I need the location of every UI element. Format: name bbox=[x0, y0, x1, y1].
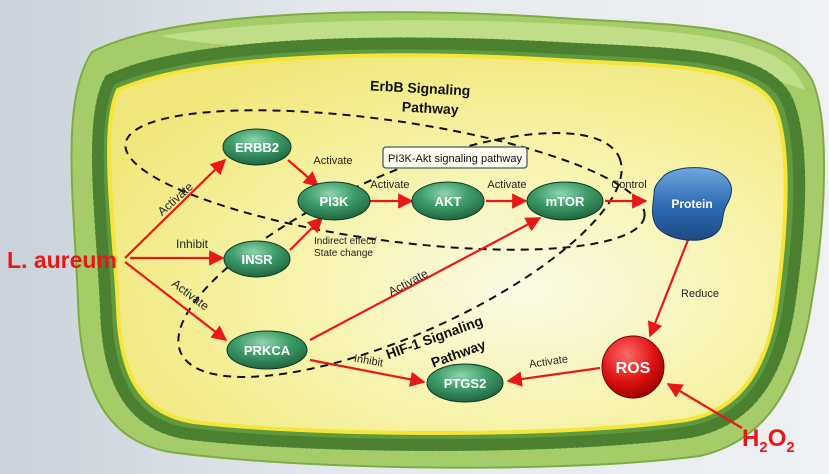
edge-laureum-prkca bbox=[124, 261, 228, 341]
erbb-pathway-title-line2: Pathway bbox=[401, 99, 459, 118]
edge-prkca-ptgs2 bbox=[309, 358, 426, 387]
edge-label-insr-pi3k-line1: Indirect effect/ bbox=[314, 236, 377, 247]
stressor-o: O bbox=[768, 425, 787, 452]
node-akt-label: AKT bbox=[435, 194, 462, 209]
stressor-sub-2: 2 bbox=[786, 439, 794, 456]
edge-ros-ptgs2 bbox=[506, 366, 601, 387]
stressor-label: H2O2 bbox=[742, 425, 795, 456]
edge-erbb2-pi3k bbox=[287, 159, 320, 188]
stressor-sub-1: 2 bbox=[759, 439, 767, 456]
edge-label-akt-mtor: Activate bbox=[487, 179, 526, 191]
edge-laureum-erbb2 bbox=[124, 158, 227, 259]
node-insr-label: INSR bbox=[241, 252, 273, 267]
node-ros: ROS bbox=[601, 335, 665, 399]
edge-label-mtor-protein: Control bbox=[611, 179, 646, 191]
pi3k-akt-pathway-box bbox=[382, 146, 528, 169]
node-ros-label: ROS bbox=[616, 360, 651, 377]
edge-h2o2-ros bbox=[666, 383, 743, 429]
node-erbb2-label: ERBB2 bbox=[235, 140, 279, 155]
node-protein: Protein bbox=[652, 167, 732, 241]
node-pi3k: PI3K bbox=[297, 181, 371, 221]
node-insr: INSR bbox=[223, 240, 291, 278]
edge-label-insr-pi3k-line2: State change bbox=[314, 248, 373, 259]
edge-label-pi3k-akt: Activate bbox=[370, 179, 409, 191]
edge-label-ros-ptgs2: Activate bbox=[528, 353, 568, 370]
pi3k-akt-pathway-label: PI3K-Akt signaling pathway bbox=[388, 153, 522, 165]
edge-insr-pi3k bbox=[289, 216, 324, 251]
node-ptgs2: PTGS2 bbox=[426, 363, 504, 403]
edge-label-protein-ros: Reduce bbox=[681, 288, 719, 300]
node-ptgs2-label: PTGS2 bbox=[444, 376, 487, 391]
stressor-h: H bbox=[742, 425, 759, 452]
edge-label-inhibit-insr: Inhibit bbox=[176, 237, 209, 251]
edge-prkca-mtor bbox=[309, 217, 542, 341]
node-protein-label: Protein bbox=[671, 197, 712, 211]
edges bbox=[124, 158, 743, 429]
erbb-pathway-title-line1: ErbB Signaling bbox=[370, 77, 471, 98]
source-label: L. aureum bbox=[7, 247, 117, 273]
node-akt: AKT bbox=[411, 181, 485, 221]
edge-label-erbb2-pi3k: Activate bbox=[313, 155, 352, 167]
node-prkca: PRKCA bbox=[226, 330, 308, 370]
edge-label-prkca-ptgs2: Inhibit bbox=[353, 353, 384, 370]
node-prkca-label: PRKCA bbox=[244, 343, 291, 358]
node-mtor-label: mTOR bbox=[546, 194, 585, 209]
hif1-pathway-outline bbox=[177, 132, 623, 378]
node-erbb2: ERBB2 bbox=[222, 128, 292, 166]
erbb-pathway-outline bbox=[124, 109, 646, 251]
edge-protein-ros bbox=[647, 239, 690, 338]
node-mtor: mTOR bbox=[526, 181, 604, 221]
node-pi3k-label: PI3K bbox=[320, 194, 350, 209]
